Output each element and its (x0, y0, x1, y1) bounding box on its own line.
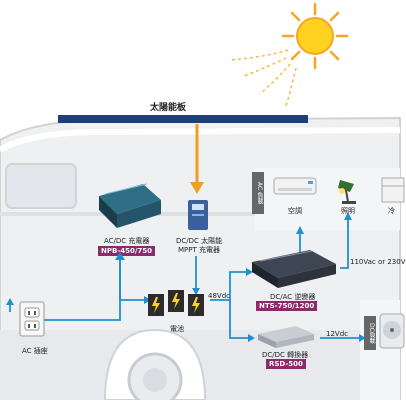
ac-load-zone-label: AC 負載 (252, 172, 264, 214)
voltage-12-label: 12Vdc (326, 330, 348, 338)
lamp-label: 照明 (341, 207, 355, 215)
fridge-label: 冷 (388, 207, 395, 215)
ac-outlet-label: AC 插座 (22, 347, 48, 355)
voltage-48-label: 48Vdc (208, 292, 230, 300)
converter-icon (258, 326, 314, 348)
charger-label: AC/DC 充電器 (104, 237, 150, 245)
inverter-model-tag: NTS-750/1200 (256, 301, 318, 311)
sun-icon (281, 2, 349, 70)
mppt-label-line1: DC/DC 太陽能 (176, 237, 223, 245)
dc-load-zone-label: DC負載 (364, 316, 376, 350)
air-conditioner-icon (273, 177, 317, 195)
mppt-label-line2: MPPT 充電器 (178, 246, 220, 254)
dc-fan-icon (379, 313, 405, 349)
sun-rays (231, 49, 297, 107)
converter-model-tag: RSD-500 (266, 359, 306, 369)
battery-pack-icon (148, 290, 204, 316)
panel-arrow (190, 124, 204, 194)
inverter-label: DC/AC 逆變器 (270, 293, 316, 301)
inverter-icon (252, 250, 336, 288)
ac-dc-charger-icon (99, 183, 161, 228)
solar-panel-title: 太陽能板 (150, 103, 187, 113)
refrigerator-icon (381, 177, 405, 203)
battery-label: 電池 (170, 325, 184, 333)
mppt-charger-icon (188, 200, 208, 230)
solar-panel (58, 115, 308, 123)
lamp-icon (338, 180, 356, 204)
converter-label: DC/DC 轉換器 (262, 351, 309, 359)
aircon-label: 空調 (288, 207, 302, 215)
charger-model-tag: NPB-450/750 (98, 246, 156, 256)
voltage-ac-label: 110Vac or 230V (350, 258, 406, 266)
ac-outlet-icon (19, 301, 45, 337)
